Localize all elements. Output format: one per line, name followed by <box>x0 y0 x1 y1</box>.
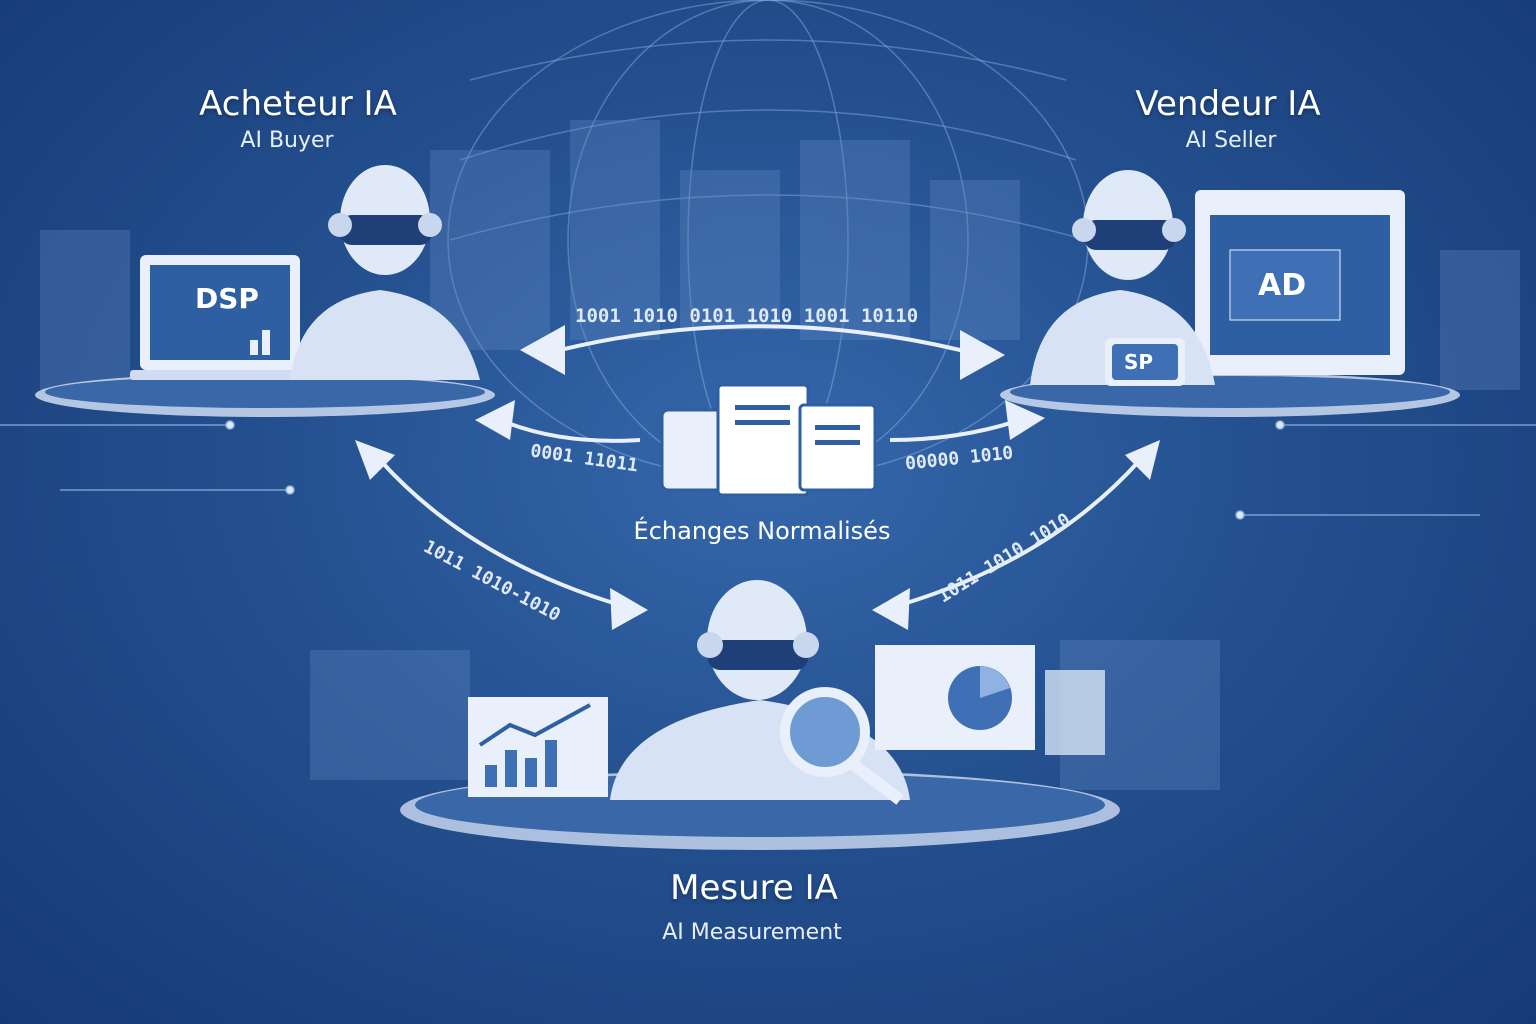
measurement-subtitle: AI Measurement <box>662 920 842 945</box>
seller-title: Vendeur IA <box>1135 84 1321 124</box>
documents-icon <box>660 383 877 497</box>
buyer-laptop <box>130 255 310 380</box>
sp-badge-label: SP <box>1124 350 1154 374</box>
binary-top: 1001 1010 0101 1010 1001 10110 <box>575 305 919 327</box>
buyer-title: Acheteur IA <box>199 84 397 124</box>
ad-screen-label: AD <box>1258 268 1307 303</box>
arrow-heads <box>355 325 1160 630</box>
chart-panels <box>468 645 1105 797</box>
seller-agent <box>1030 170 1215 386</box>
seller-screen <box>1195 190 1405 375</box>
measurement-agent <box>610 580 910 805</box>
seller-subtitle: AI Seller <box>1185 128 1277 153</box>
measurement-title: Mesure IA <box>670 868 838 908</box>
dsp-screen-label: DSP <box>195 282 259 315</box>
magnifier-icon <box>780 687 870 777</box>
buyer-subtitle: AI Buyer <box>240 128 334 153</box>
buyer-agent <box>290 165 480 380</box>
exchange-arrows <box>378 324 1142 607</box>
exchanges-label: Échanges Normalisés <box>633 517 891 545</box>
